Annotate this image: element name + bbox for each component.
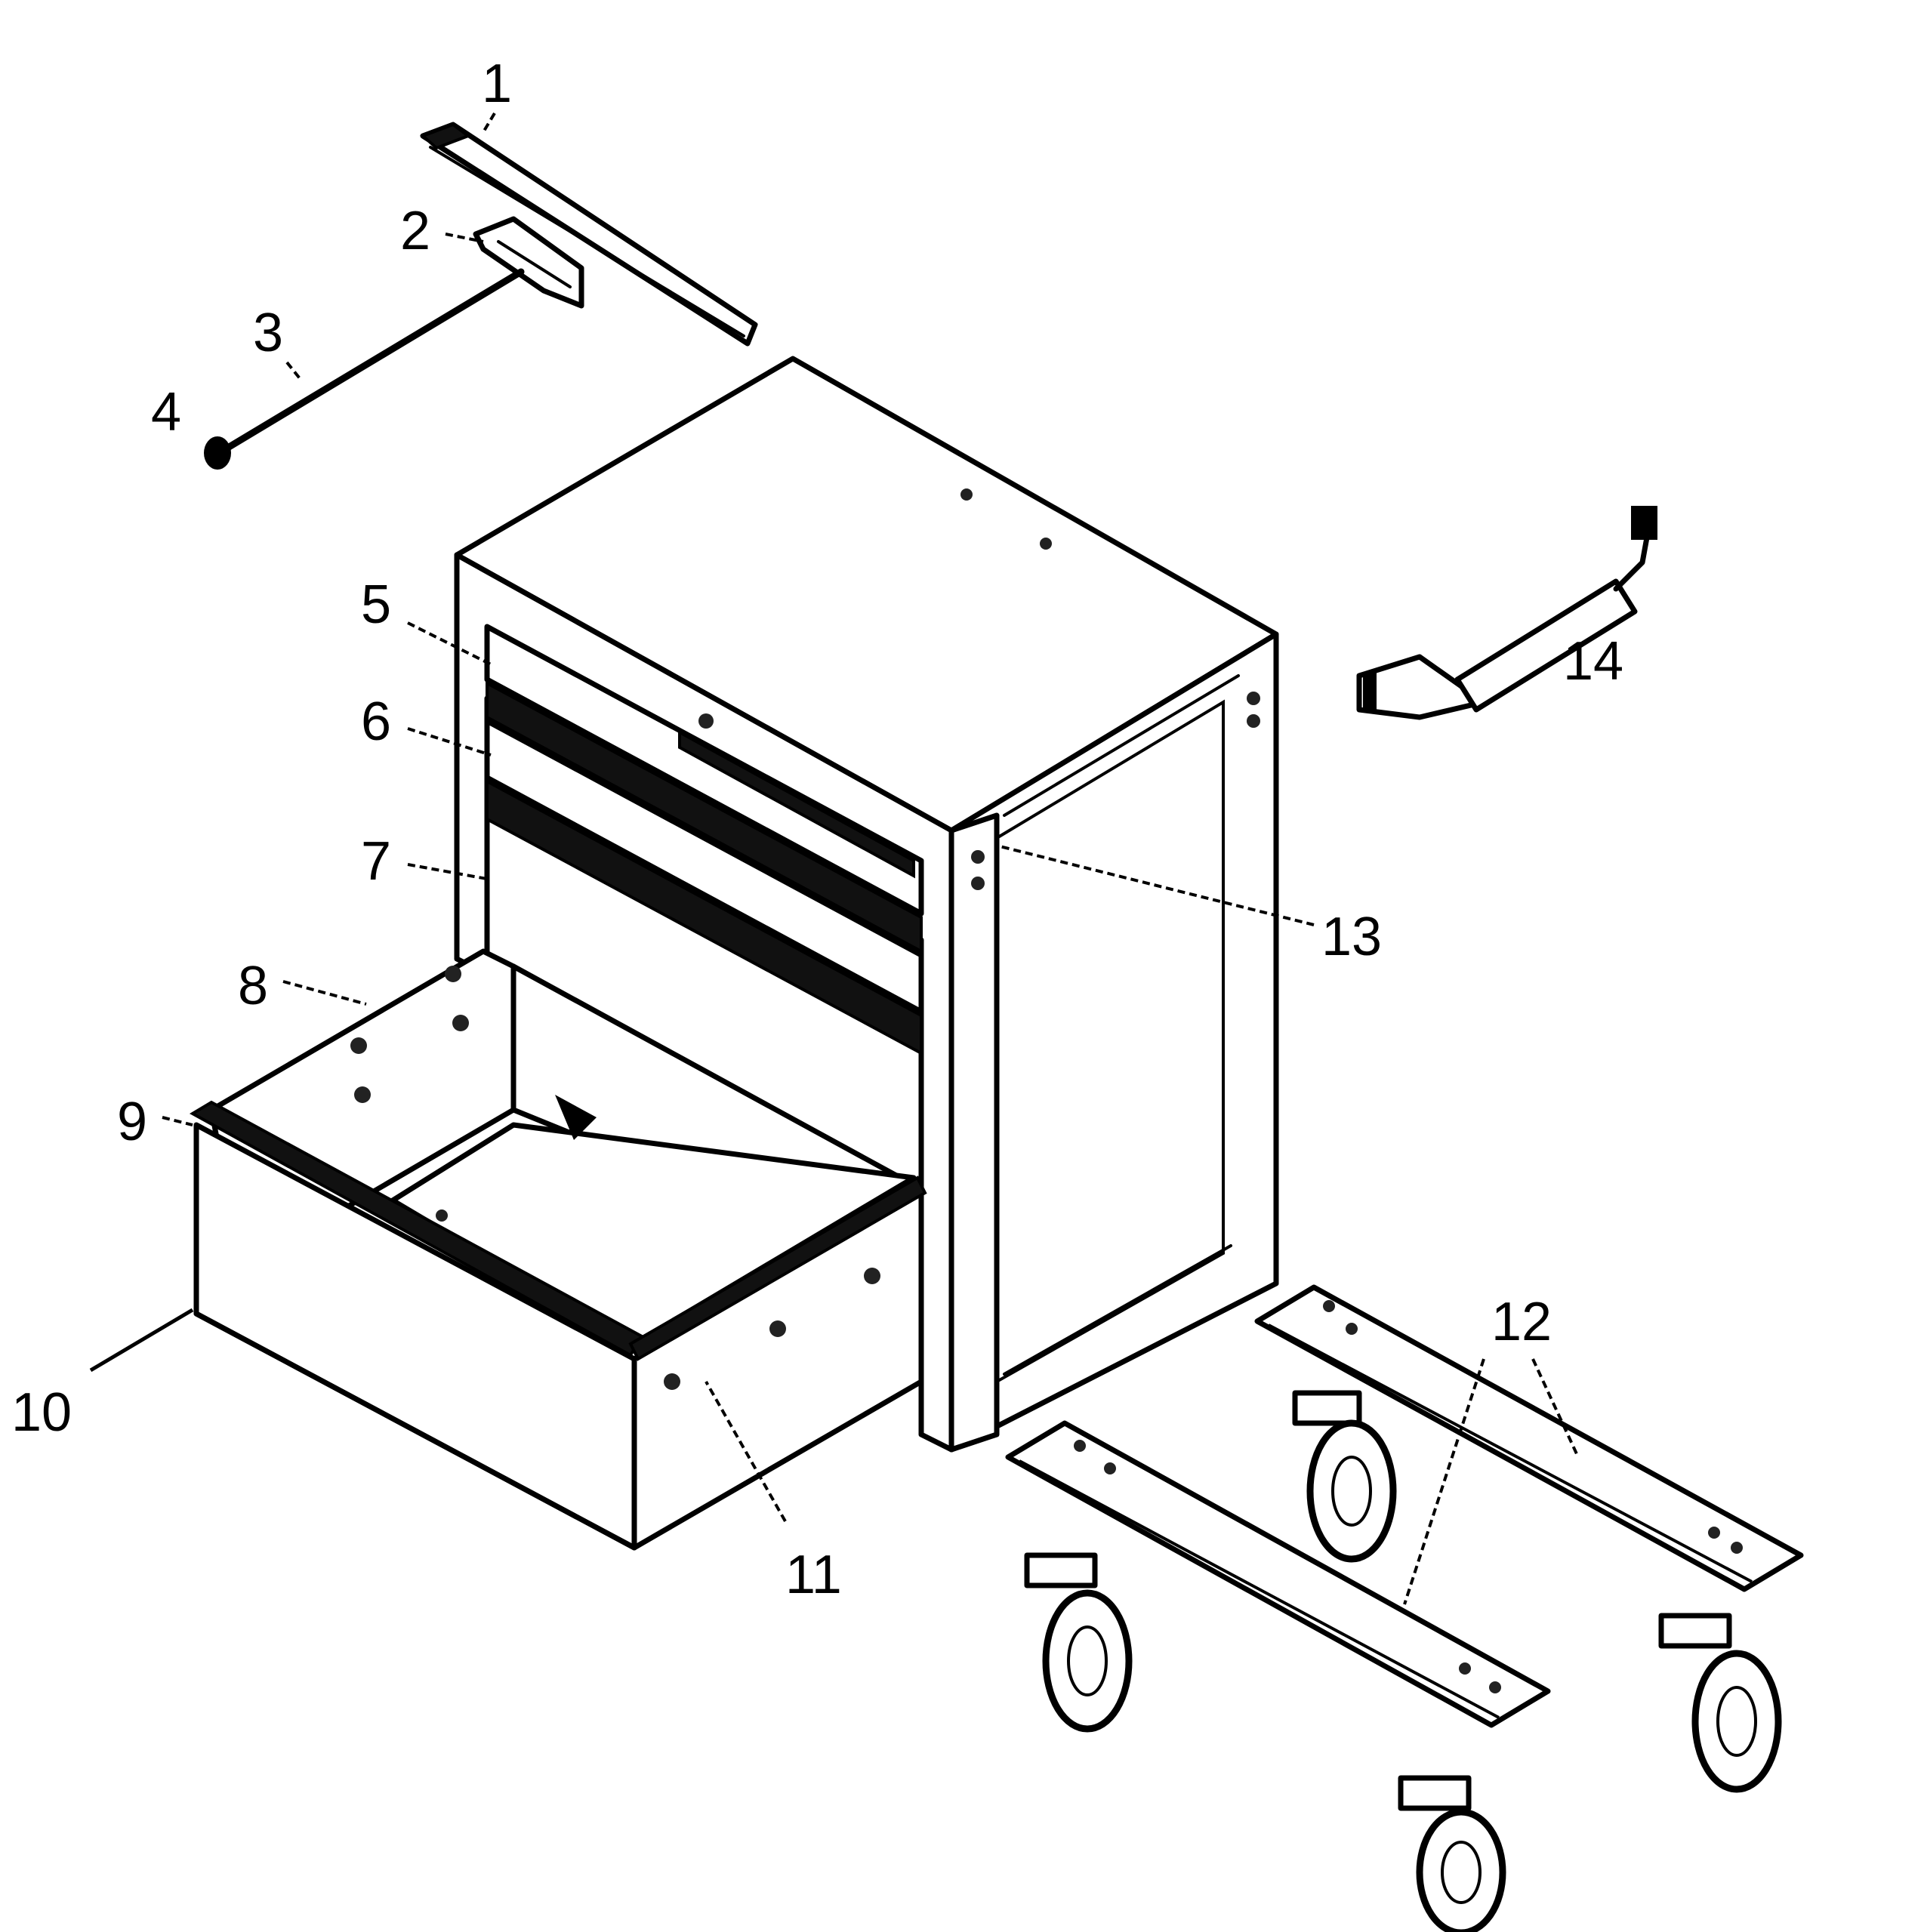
leader-lines xyxy=(89,112,1580,1605)
mounting-bracket xyxy=(473,216,584,309)
callout-5: 5 xyxy=(361,575,391,635)
callout-6: 6 xyxy=(361,692,391,752)
callout-8: 8 xyxy=(238,956,268,1016)
caster-wheel-back-right xyxy=(1658,1613,1782,1793)
callout-1: 1 xyxy=(482,54,512,114)
open-drawer xyxy=(189,948,927,1551)
caster-wheel-front-right xyxy=(1398,1775,1506,1932)
callout-13: 13 xyxy=(1321,907,1382,967)
callout-11: 11 xyxy=(785,1545,842,1605)
callout-labels: 1 2 3 4 5 6 7 8 9 10 11 12 13 14 xyxy=(11,54,1623,1605)
drawer-slide-rail xyxy=(420,122,758,347)
cabinet-body xyxy=(454,356,1279,1453)
callout-3: 3 xyxy=(253,303,283,363)
caster-wheel-front-left xyxy=(1024,1552,1133,1733)
callout-4: 4 xyxy=(151,382,181,442)
side-handle xyxy=(1356,506,1657,720)
callout-2: 2 xyxy=(400,201,430,261)
callout-7: 7 xyxy=(361,831,391,892)
callout-12: 12 xyxy=(1491,1292,1552,1352)
caster-wheel-back-left xyxy=(1292,1390,1397,1563)
base-rail-front xyxy=(1005,1420,1551,1728)
drawer-pull-tab xyxy=(555,1095,597,1140)
callout-9: 9 xyxy=(117,1092,147,1152)
cabinet-front-post xyxy=(948,812,1000,1453)
drawer-middle xyxy=(486,680,923,954)
handle-rod xyxy=(204,268,525,470)
base-rail-back xyxy=(1254,1284,1804,1592)
callout-10: 10 xyxy=(11,1382,72,1443)
rod-knob xyxy=(204,436,231,470)
side-handle-clip xyxy=(1631,506,1657,540)
callout-14: 14 xyxy=(1563,631,1623,692)
drawer-lower xyxy=(484,718,924,1056)
